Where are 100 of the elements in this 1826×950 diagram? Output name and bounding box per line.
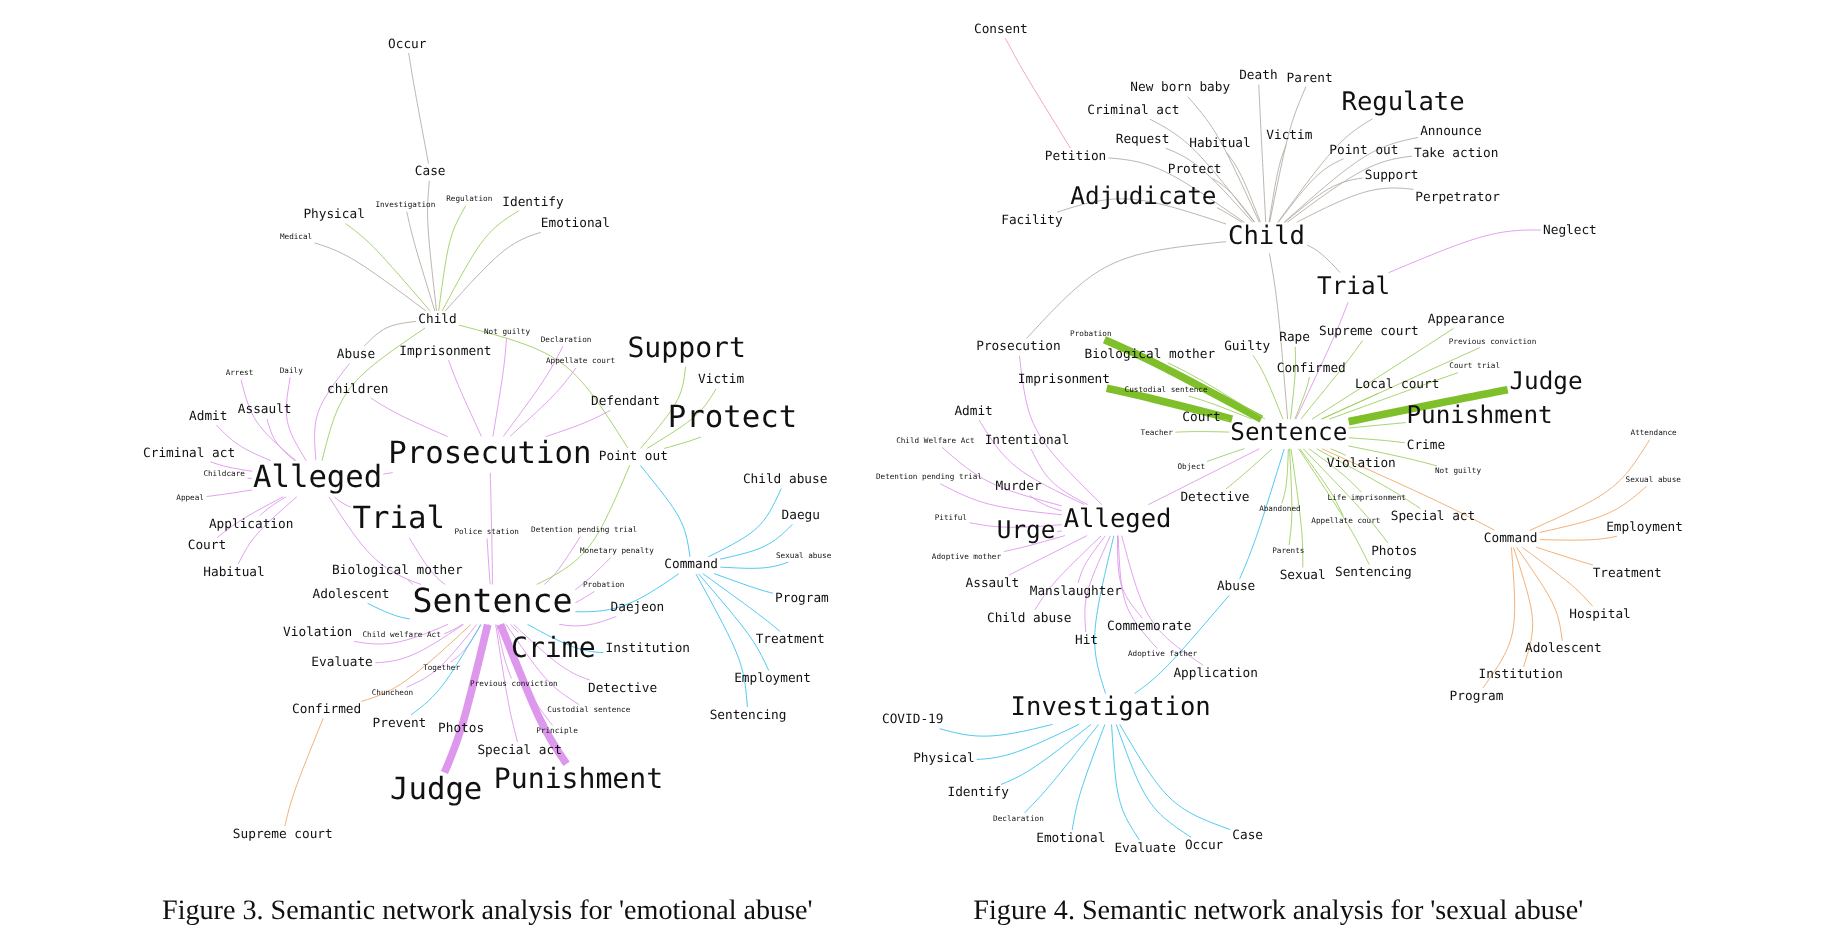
connector <box>1222 418 1230 421</box>
connector <box>1529 439 1651 531</box>
connector <box>441 210 520 312</box>
connector <box>1299 448 1344 517</box>
connector <box>1290 448 1304 569</box>
connector <box>1277 158 1344 223</box>
connector <box>1281 448 1289 504</box>
connector <box>458 324 629 449</box>
connector <box>1535 546 1594 566</box>
connector <box>353 623 449 645</box>
connector <box>370 397 449 437</box>
connector <box>345 223 431 312</box>
connector <box>259 496 287 517</box>
connector <box>1165 147 1254 223</box>
connector <box>1258 84 1267 223</box>
connector <box>543 536 581 585</box>
connector <box>1084 535 1111 633</box>
connector <box>1482 546 1516 689</box>
connector <box>1225 448 1273 490</box>
connector <box>1167 362 1266 420</box>
connector <box>1119 723 1231 831</box>
connector <box>1056 198 1227 225</box>
connector <box>1019 355 1103 506</box>
connector <box>1226 152 1261 223</box>
connector <box>1108 157 1245 223</box>
connector <box>1295 301 1349 420</box>
connector <box>1175 431 1230 433</box>
node-text: Support <box>627 333 746 366</box>
connector <box>1216 207 1243 223</box>
node-text: Alleged <box>252 458 383 495</box>
node-text: Crime <box>510 632 596 665</box>
connector <box>1239 448 1285 580</box>
connector <box>1298 448 1370 565</box>
connector <box>1111 723 1140 841</box>
node-text: Trial <box>1317 271 1391 300</box>
connector <box>1149 118 1255 223</box>
connector <box>1311 328 1454 420</box>
connector <box>1008 535 1088 576</box>
connector <box>382 472 394 475</box>
node-text: Alleged <box>1063 504 1172 535</box>
connector <box>1388 229 1542 274</box>
connector <box>1348 445 1438 467</box>
node-text: Judge <box>1509 366 1583 395</box>
connector <box>1516 546 1563 642</box>
connector <box>558 616 617 627</box>
connector <box>939 483 1063 516</box>
node-text: Investigation <box>1010 693 1211 724</box>
label: Figure 4. Semantic network analysis for 'sexual abuse' <box>973 895 1584 928</box>
connector <box>698 573 770 672</box>
connector <box>1290 346 1297 420</box>
connector <box>545 409 611 438</box>
connector <box>663 436 702 449</box>
connector <box>1347 386 1509 426</box>
connector <box>1034 535 1102 611</box>
connector <box>1206 448 1245 462</box>
connector <box>406 624 478 688</box>
node-text: Protect <box>667 399 798 435</box>
connector <box>1308 448 1362 493</box>
connector <box>1513 546 1534 668</box>
connector <box>646 388 717 449</box>
connector <box>240 379 297 462</box>
connector <box>314 242 427 312</box>
connector <box>496 624 512 679</box>
connector <box>1277 118 1374 223</box>
connector <box>1284 177 1363 223</box>
connector <box>1102 336 1264 423</box>
connector <box>438 205 467 312</box>
connector <box>266 418 296 462</box>
connector <box>1117 535 1143 619</box>
connector <box>1347 422 1407 429</box>
connector <box>719 561 789 569</box>
connector <box>574 591 595 604</box>
connector <box>374 623 464 664</box>
connector <box>509 367 577 437</box>
connector <box>427 180 437 312</box>
connector <box>502 345 564 437</box>
label: Figure 3. Semantic network analysis for 'emotional abuse' <box>162 895 813 928</box>
connector <box>360 624 472 702</box>
connector <box>713 573 774 594</box>
connector <box>1077 535 1106 584</box>
connector <box>363 321 417 347</box>
connector <box>1212 178 1256 223</box>
connector <box>1316 448 1421 509</box>
connector <box>1252 354 1284 420</box>
connector <box>536 464 631 585</box>
connector <box>247 477 253 479</box>
connector <box>1030 448 1089 506</box>
connector <box>1094 535 1115 694</box>
connector <box>1539 535 1618 541</box>
connector <box>574 556 612 591</box>
connector <box>1029 495 1063 512</box>
node-text: Judge <box>389 770 483 807</box>
connector <box>1147 448 1260 506</box>
connector <box>939 723 1053 737</box>
connector <box>1024 724 1099 814</box>
node-text: Punishment <box>1406 401 1553 430</box>
connector <box>1329 372 1459 420</box>
node-text: Trial <box>352 499 445 536</box>
connector <box>216 496 284 539</box>
connector <box>314 362 350 461</box>
